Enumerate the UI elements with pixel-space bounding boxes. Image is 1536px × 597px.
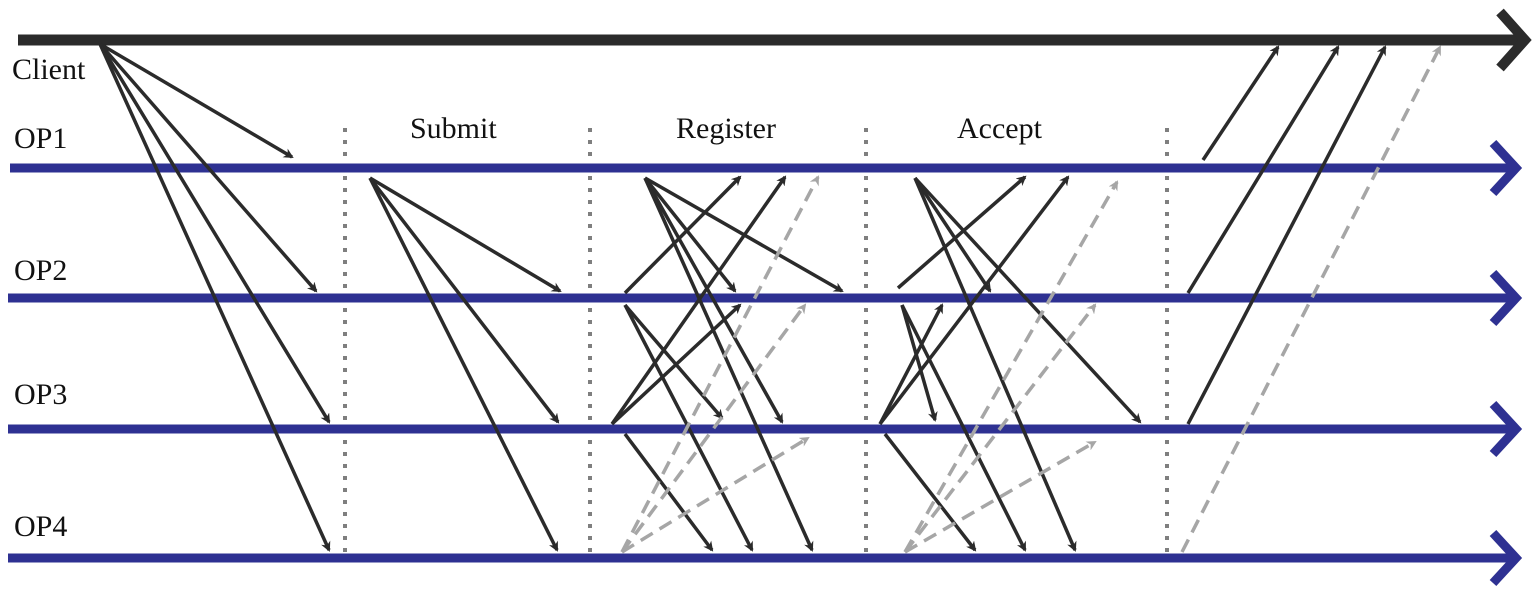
message-arrow [99,42,294,159]
message-arrow [369,176,562,293]
op3-label: OP3 [14,378,68,411]
op1-label: OP1 [14,122,68,155]
phase-label-submit: Submit [410,112,497,145]
message-arrow [98,42,318,293]
op1-timeline [10,139,1523,197]
message-arrow [913,176,1142,424]
dashed-message-arrow [904,440,1097,554]
message-arrow [98,43,331,552]
accept-messages [878,175,1142,552]
message-arrow [900,304,938,422]
reply-messages [1186,45,1387,425]
message-arrow [896,175,1027,290]
request-messages [98,42,331,552]
phase-separators [343,128,1169,555]
message-arrow [623,175,742,295]
op2-label: OP2 [14,254,68,287]
message-arrow [623,303,724,420]
message-arrow [913,177,992,293]
op4-label: OP4 [14,510,68,543]
message-arrow [878,303,944,425]
message-arrow [368,177,559,552]
message-arrow [883,432,977,552]
op3-timeline [8,400,1523,458]
message-arrow [643,177,814,552]
dashed-message-arrow [903,303,1097,554]
register-messages [610,175,844,552]
dashed-message-arrow [1180,45,1442,553]
message-arrow [643,177,784,424]
timelines [8,8,1532,587]
message-arrow [1186,45,1387,425]
message-arrow [1201,45,1280,161]
submit-messages [368,176,562,552]
dashed-message-arrow [620,175,820,553]
op4-timeline [8,529,1523,587]
op2-timeline [8,269,1523,327]
message-arrow [368,176,560,424]
message-arrow [610,175,787,426]
message-arrow [98,43,331,424]
phase-label-accept: Accept [957,112,1042,145]
message-arrow [878,175,1070,426]
dashed-message-arrow [621,436,810,554]
message-arrow [610,303,742,426]
dashed-message-arrow [620,303,807,554]
dashed-message-arrow [903,180,1119,553]
messages [98,42,1387,552]
client-timeline [18,8,1532,72]
dashed-messages [620,45,1442,554]
message-arrow [1186,45,1340,294]
message-arrow [913,177,1077,552]
phase-label-register: Register [676,112,776,145]
client-label: Client [12,53,86,86]
